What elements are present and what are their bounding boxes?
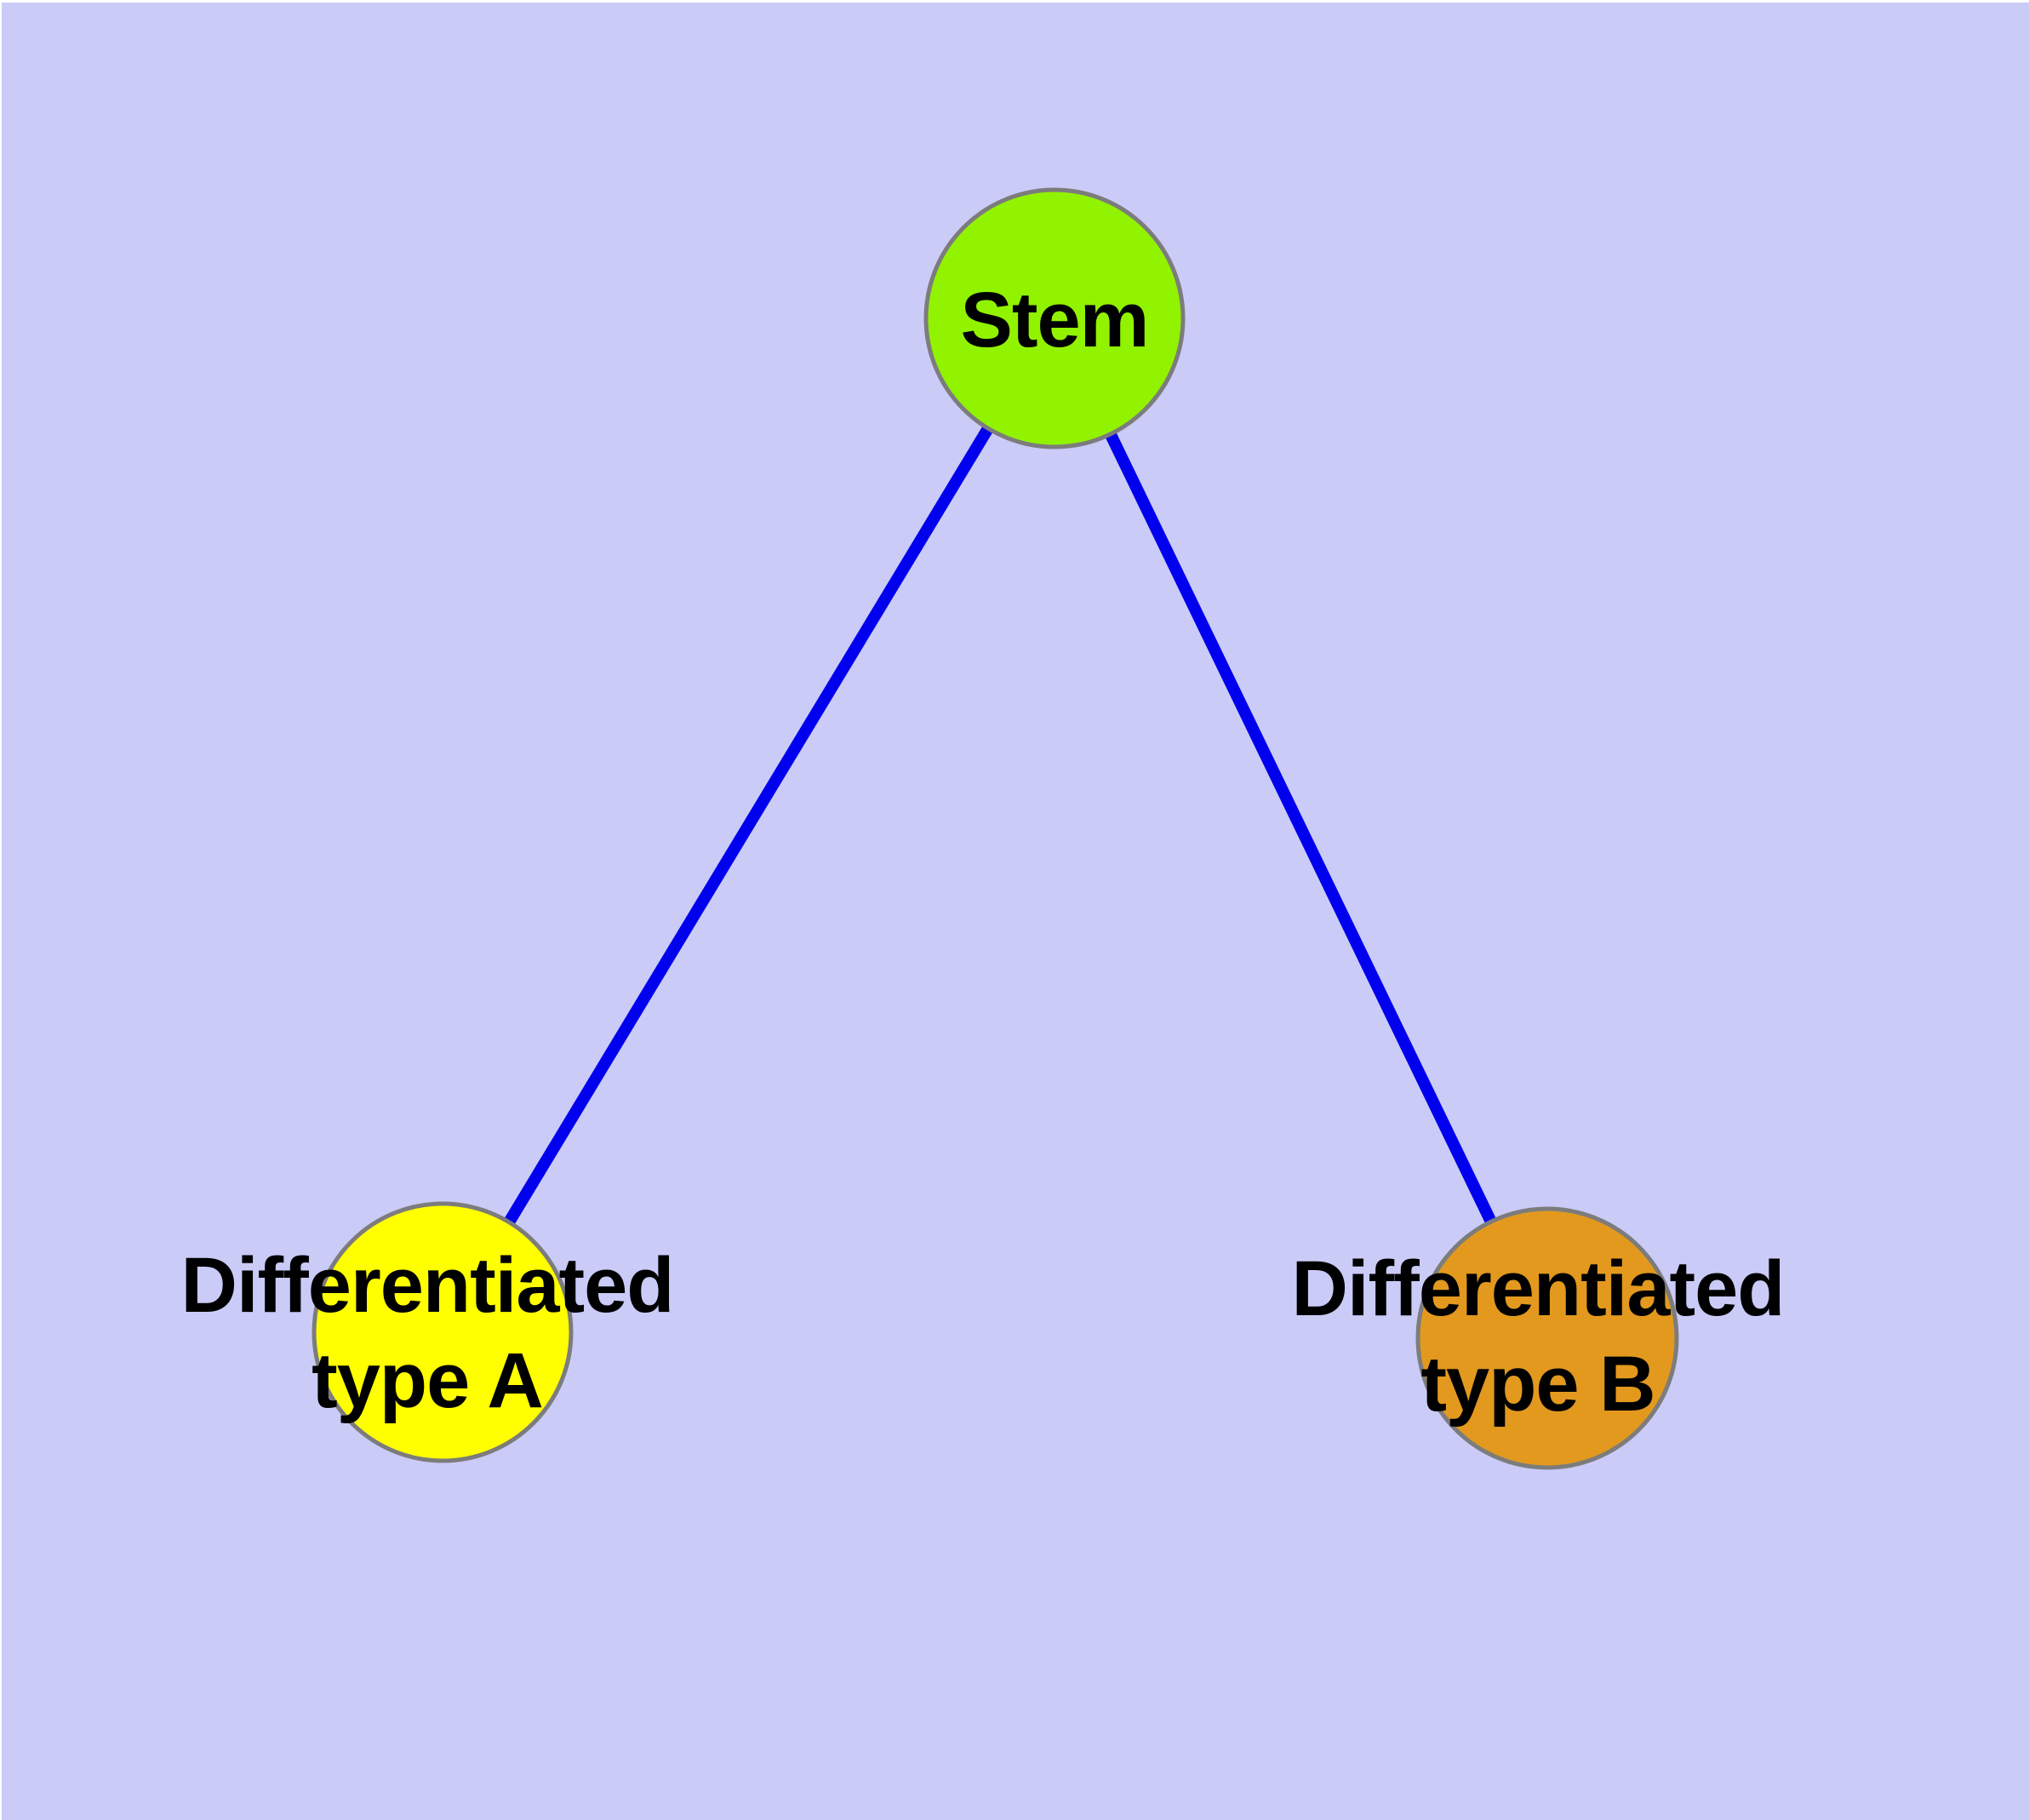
node-type-a-circle [311, 1201, 574, 1463]
node-type-b-label-line2: type B [1420, 1341, 1655, 1428]
node-type-b-label-line1: Differentiated [1291, 1245, 1786, 1332]
edge-stem-to-type-b [1049, 315, 1553, 1342]
edge-stem-to-type-a [437, 315, 1060, 1336]
node-stem-label: Stem [960, 277, 1150, 363]
node-type-b-label: Differentiated type B [1291, 1241, 1786, 1432]
node-type-a-label-line1: Differentiated [180, 1242, 675, 1329]
node-type-a-label-line2: type A [311, 1337, 544, 1424]
node-type-a-label: Differentiated type A [180, 1238, 675, 1428]
node-type-b-circle [1415, 1206, 1679, 1470]
node-stem-circle [923, 187, 1186, 449]
